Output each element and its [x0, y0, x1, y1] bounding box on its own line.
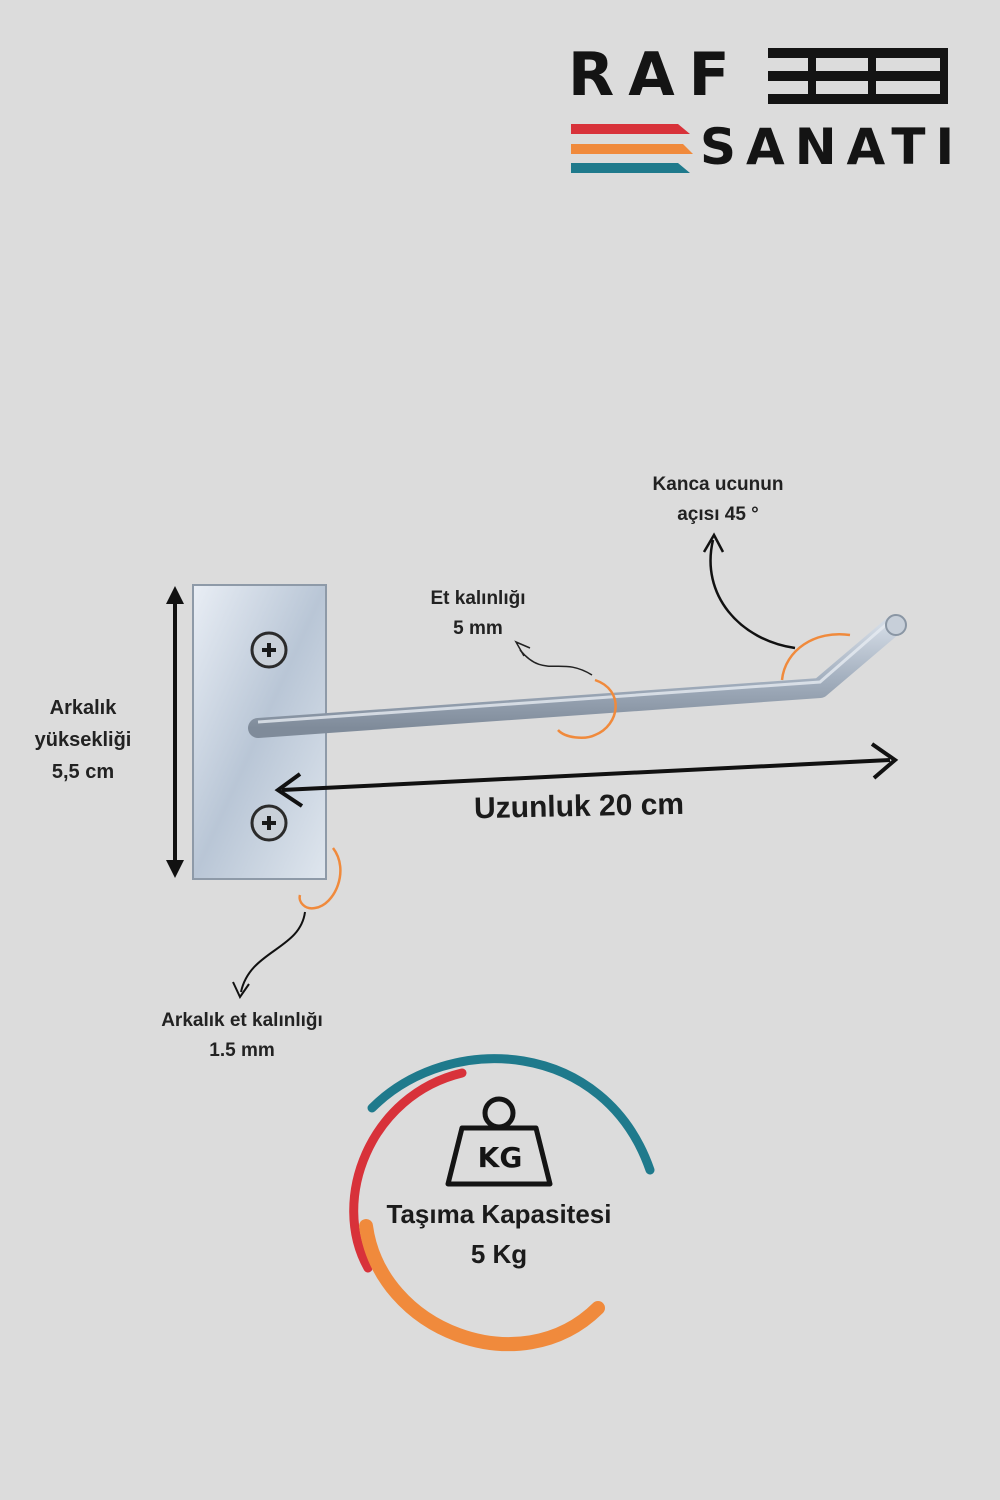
plate-thickness-highlight [298, 847, 342, 910]
arrow-icon [240, 911, 306, 993]
shelf-logo-icon [768, 48, 948, 104]
brand-name-sanati: SANATI [700, 118, 965, 176]
tip-angle-label: Kanca ucunun açısı 45 ° [652, 474, 784, 525]
length-arrow-icon [274, 742, 899, 808]
capacity-ring-teal [367, 1054, 655, 1175]
weight-icon [445, 1096, 553, 1187]
rod-thickness-label: Et kalınlığı 5 mm [430, 588, 526, 639]
capacity-ring-red [349, 1068, 467, 1273]
back-height-label: Arkalık yüksekliği 5,5 cm [34, 697, 132, 783]
arrow-icon [519, 649, 593, 676]
screw-icon [250, 804, 288, 842]
brand-stripes-icon [571, 124, 693, 173]
plate-thickness-label: Arkalık et kalınlığı 1.5 mm [161, 1010, 323, 1061]
capacity-ring-orange [359, 1219, 605, 1351]
weight-icon-text: KG [477, 1141, 523, 1174]
hook-rod [248, 616, 903, 738]
tip-highlight [780, 632, 851, 681]
arrow-icon [709, 539, 796, 650]
screw-icon [250, 631, 288, 669]
brand-name-raf: RAF [568, 40, 744, 110]
capacity-text: Taşıma Kapasitesi 5 Kg [386, 1199, 612, 1269]
rod-thickness-highlight [557, 678, 617, 739]
